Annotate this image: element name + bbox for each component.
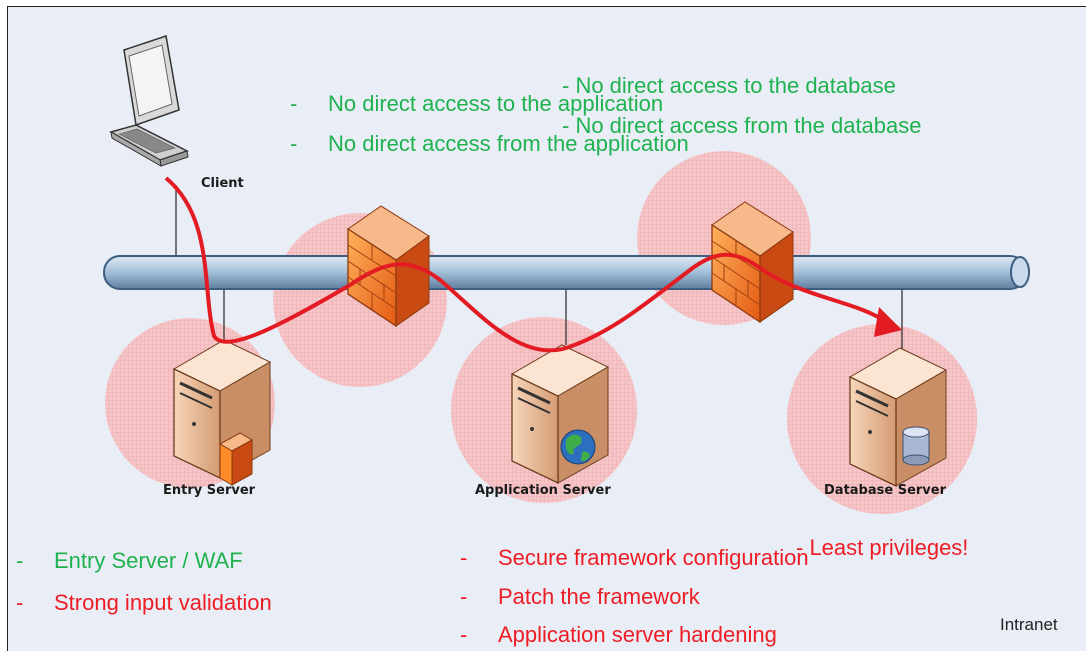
bullet-dash: - <box>290 131 298 156</box>
bullet-dash: - <box>460 584 468 609</box>
note-line: Secure framework configuration <box>498 545 809 570</box>
bullet-dash: - <box>460 622 468 647</box>
note-line: No direct access to the application <box>328 91 664 116</box>
network-bus <box>103 255 1030 290</box>
firewall-icon <box>347 205 430 328</box>
laptop-icon <box>109 35 189 167</box>
note-line: Application server hardening <box>498 622 777 647</box>
flow-arrowhead <box>874 307 902 337</box>
application-note: - Secure framework configuration <box>460 545 809 571</box>
firewall1-note: - No direct access to the application <box>290 91 663 117</box>
intranet-label: Intranet <box>1000 615 1058 634</box>
bullet-dash: - <box>16 548 24 573</box>
firewall2-note: - No direct access from the database <box>562 113 922 138</box>
note-line: No direct access from the application <box>328 131 689 156</box>
waf-module-icon <box>218 432 254 486</box>
application-note: - Patch the framework <box>460 584 700 610</box>
connection-lines <box>175 185 903 350</box>
application-note: - Application server hardening <box>460 622 777 648</box>
note-line: Entry Server / WAF <box>54 548 243 573</box>
note-line: Strong input validation <box>54 590 272 615</box>
client-label: Client <box>201 176 244 191</box>
firewall1-note: - No direct access from the application <box>290 131 689 157</box>
server-icon <box>848 347 948 488</box>
bullet-dash: - <box>460 545 468 570</box>
server-icon <box>172 339 272 480</box>
entry-note: - Strong input validation <box>16 590 272 616</box>
database-server-label: Database Server <box>824 483 947 498</box>
entry-server-label: Entry Server <box>163 483 256 498</box>
entry-note: - Entry Server / WAF <box>16 548 243 574</box>
globe-icon <box>560 429 596 465</box>
note-line: Patch the framework <box>498 584 700 609</box>
database-icon <box>902 426 930 466</box>
bullet-dash: - <box>290 91 298 116</box>
firewall2-note: - No direct access to the database <box>562 73 896 98</box>
server-icon <box>510 344 610 485</box>
database-note: - Least privileges! <box>796 535 969 560</box>
application-server-label: Application Server <box>475 483 611 498</box>
request-flow-path <box>164 176 881 353</box>
bullet-dash: - <box>16 590 24 615</box>
